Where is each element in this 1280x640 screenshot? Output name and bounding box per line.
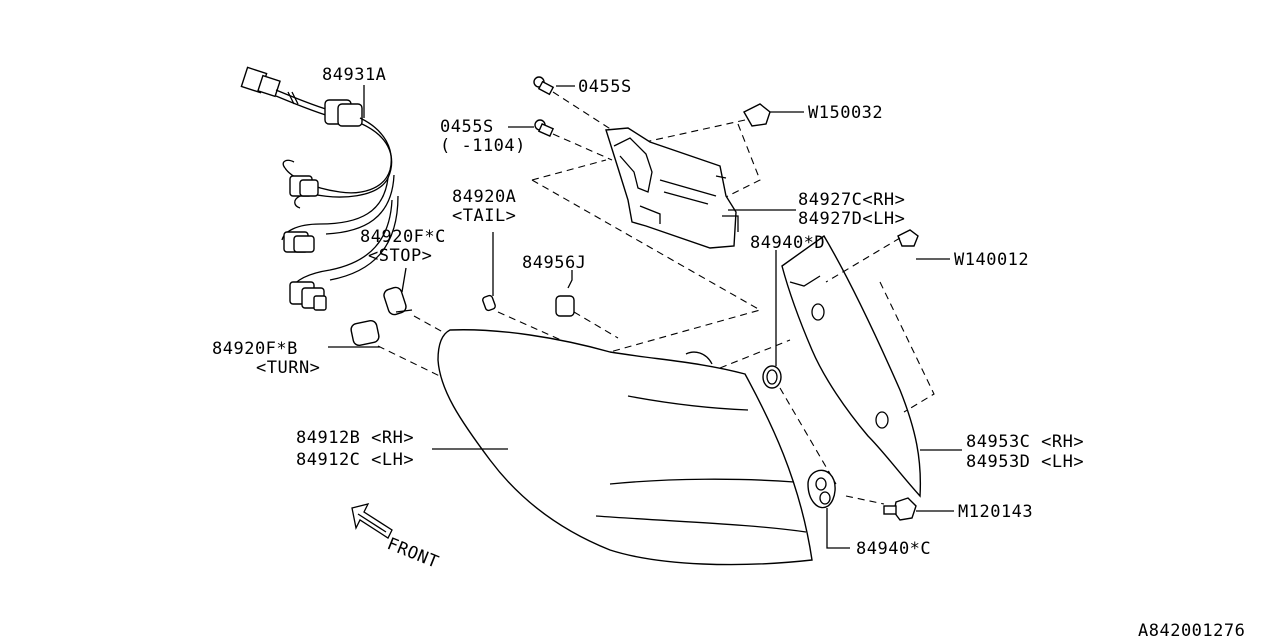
- label-84920FB: 84920F*B: [212, 339, 298, 359]
- label-W140012: W140012: [954, 250, 1029, 270]
- clip-W140012[interactable]: [825, 229, 950, 413]
- label-84920A: 84920A: [452, 187, 516, 207]
- label-0455S-mid: 0455S: [440, 117, 494, 137]
- label-0455S-mid-note: ( -1104): [440, 136, 526, 156]
- bulb-84920FC-stop[interactable]: [382, 267, 451, 337]
- front-direction-arrow-icon: [351, 503, 393, 539]
- label-84927D: 84927D<LH>: [798, 209, 905, 229]
- label-84920FB-note: <TURN>: [256, 358, 320, 378]
- nut-M120143[interactable]: [845, 495, 954, 521]
- label-84912C: 84912C <LH>: [296, 450, 414, 470]
- bulb-84920A-tail[interactable]: [482, 232, 589, 353]
- wire-harness[interactable]: [240, 66, 399, 311]
- diagram-id: A842001276: [1138, 621, 1245, 640]
- label-W150032: W150032: [808, 103, 883, 123]
- clip-W150032[interactable]: [635, 103, 804, 201]
- gasket-84940D[interactable]: [719, 250, 837, 485]
- gasket-84940C[interactable]: [807, 469, 850, 549]
- label-front: FRONT: [384, 534, 441, 573]
- lamp-assembly-84912[interactable]: [432, 329, 813, 566]
- label-84912B: 84912B <RH>: [296, 428, 414, 448]
- label-84920FC: 84920F*C: [360, 227, 446, 247]
- screw-0455S-mid[interactable]: [508, 119, 613, 161]
- socket-84956J[interactable]: [555, 270, 619, 339]
- label-84920A-note: <TAIL>: [452, 206, 516, 226]
- label-84940D: 84940*D: [750, 233, 825, 253]
- screw-0455S-top[interactable]: [533, 76, 613, 131]
- label-84927C: 84927C<RH>: [798, 190, 905, 210]
- label-84931A: 84931A: [322, 65, 386, 85]
- bracket-84927[interactable]: [605, 127, 796, 249]
- bulb-84920FB-turn[interactable]: [328, 319, 453, 383]
- label-84953C: 84953C <RH>: [966, 432, 1084, 452]
- label-84920FC-note: <STOP>: [368, 246, 432, 266]
- label-84940C: 84940*C: [856, 539, 931, 559]
- cover-84953[interactable]: [781, 234, 962, 498]
- label-M120143: M120143: [958, 502, 1033, 522]
- label-84956J: 84956J: [522, 253, 586, 273]
- label-0455S-top: 0455S: [578, 77, 632, 97]
- label-84953D: 84953D <LH>: [966, 452, 1084, 472]
